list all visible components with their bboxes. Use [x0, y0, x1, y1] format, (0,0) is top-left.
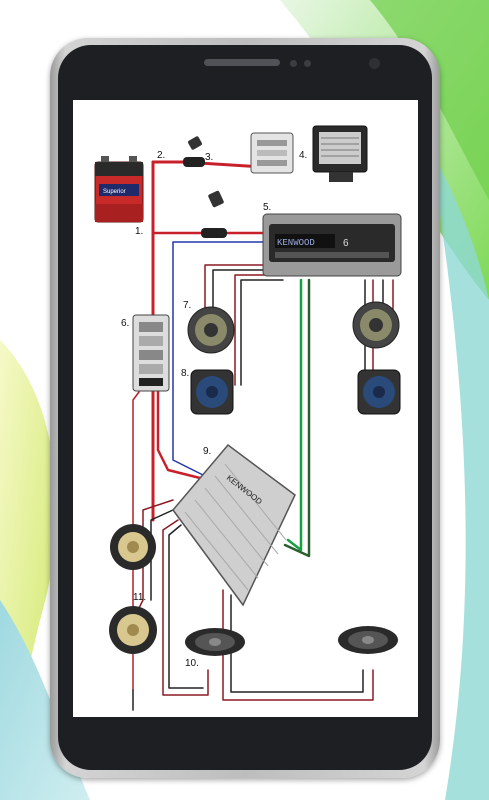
- remote-wire: [172, 241, 264, 476]
- label-battery: 1.: [135, 226, 143, 237]
- front-speaker-left: [187, 306, 235, 354]
- label-fuse-holder: 2.: [157, 150, 165, 161]
- distribution-block: [132, 314, 170, 392]
- subwoofer-top: [110, 524, 156, 570]
- signal-wire: [283, 278, 311, 558]
- phone-sensor-dot: [304, 60, 311, 67]
- label-amplifier: 9.: [203, 446, 211, 457]
- head-unit-channel: 6: [343, 238, 349, 249]
- speaker-wire: [212, 269, 274, 311]
- head-unit: KENWOOD 6: [262, 213, 402, 277]
- battery-brand: Superior: [103, 189, 126, 195]
- head-unit-display: KENWOOD: [277, 238, 315, 248]
- inline-fuse: [201, 190, 227, 238]
- label-head-unit: 5.: [263, 202, 271, 213]
- power-wire: [156, 390, 210, 482]
- speaker-wire: [150, 509, 174, 601]
- converter: [250, 132, 294, 174]
- subwoofer-bottom: [109, 606, 157, 654]
- label-oval-speakers: 10.: [185, 658, 199, 669]
- phone-camera: [369, 58, 380, 69]
- phone-sensor-dot: [290, 60, 297, 67]
- battery: Superior: [94, 156, 144, 223]
- monitor: [312, 125, 368, 182]
- label-front-speakers: 7.: [183, 300, 191, 311]
- rear-speaker-left: [190, 369, 234, 415]
- label-distribution-block: 6.: [121, 318, 129, 329]
- signal-wire: [286, 278, 303, 552]
- speaker-wire: [162, 519, 209, 696]
- oval-speaker-right: [338, 626, 398, 654]
- wiring-diagram: Superior 1. 2. 3. 4. KENWOOD 6 5.: [94, 125, 402, 711]
- front-speaker-right: [352, 301, 400, 349]
- label-remote-fuse: 3.: [205, 152, 213, 163]
- label-converter: 4.: [299, 150, 307, 161]
- fuse-holder: [183, 136, 205, 167]
- rear-speaker-right: [357, 369, 401, 415]
- phone-speaker: [204, 59, 280, 66]
- amplifier: KENWOOD: [172, 443, 296, 607]
- wiring-diagram-screen: Superior 1. 2. 3. 4. KENWOOD 6 5.: [73, 100, 418, 717]
- oval-speaker-left: [185, 628, 245, 656]
- speaker-wire: [240, 279, 284, 386]
- speaker-wire: [204, 264, 269, 311]
- label-rear-speakers: 8.: [181, 368, 189, 379]
- label-subwoofers: 11.: [133, 592, 146, 603]
- speaker-wire: [168, 524, 204, 689]
